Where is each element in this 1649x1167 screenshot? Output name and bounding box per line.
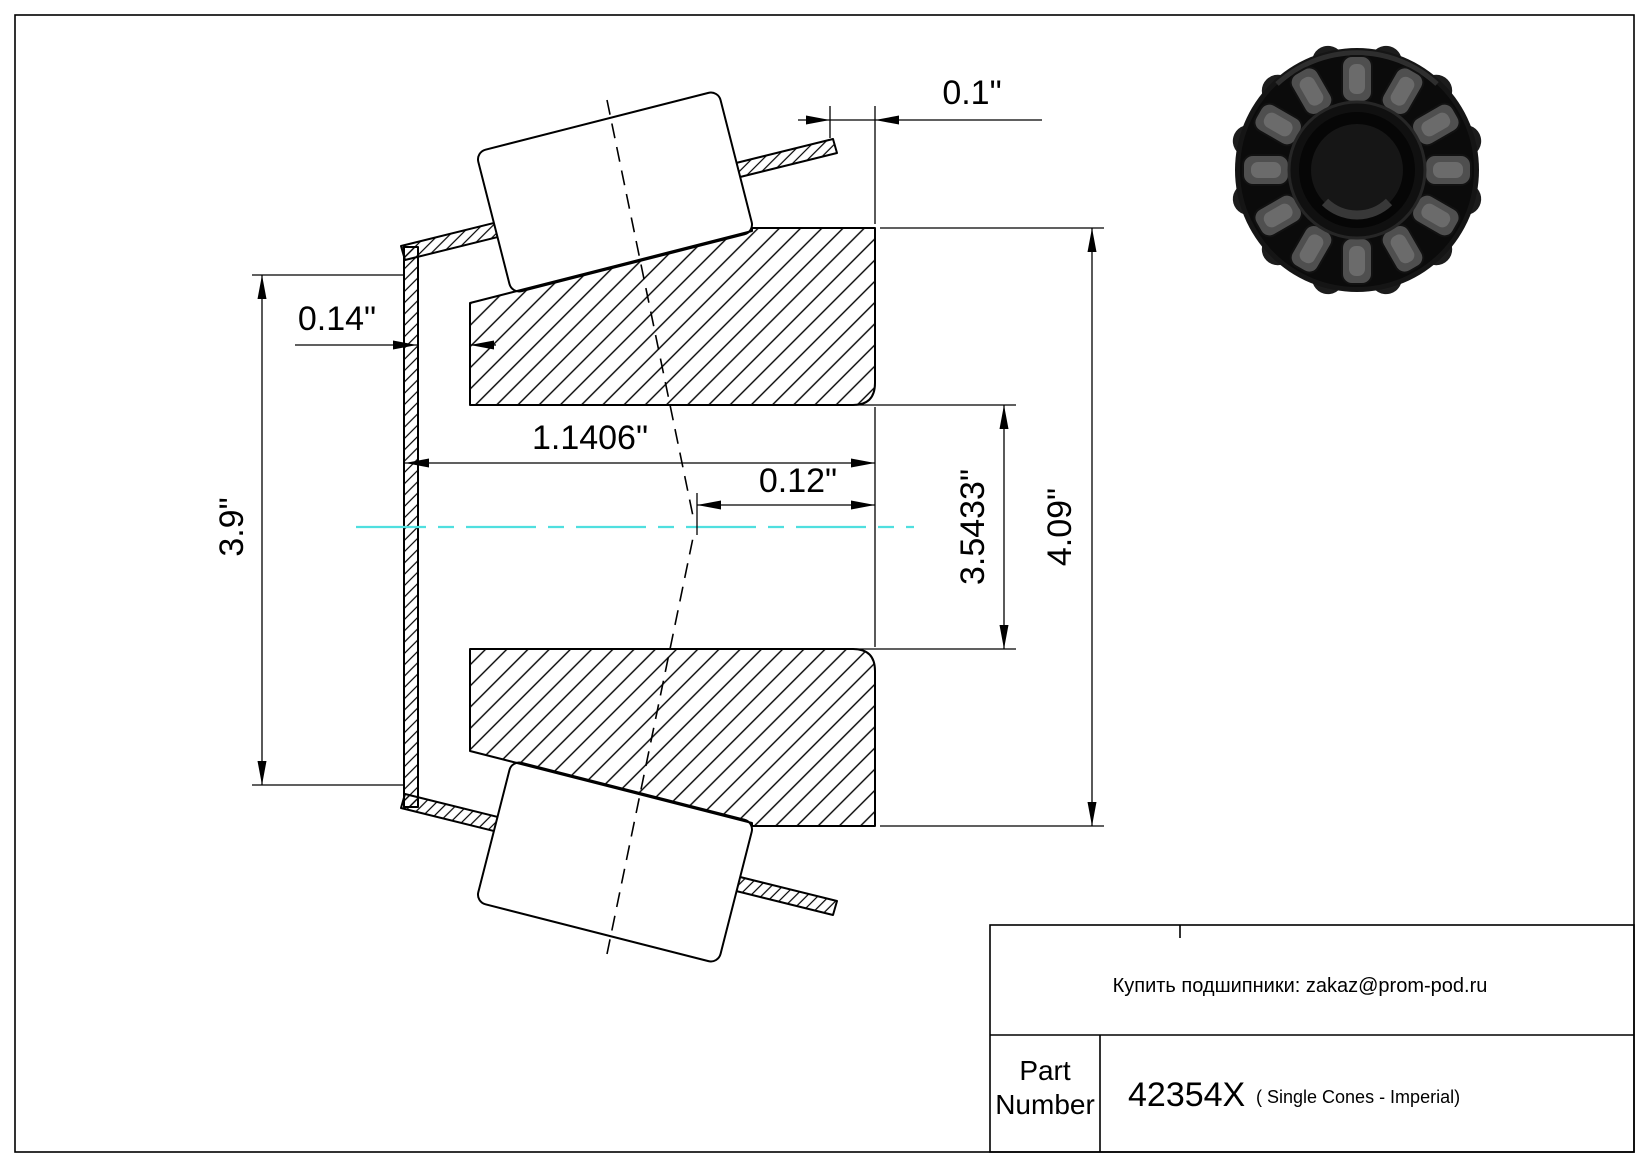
dimensions: 0.1" 0.14" 1.1406" 0.12" bbox=[213, 74, 1104, 827]
dimension-label-outside-diameter: 4.09" bbox=[1041, 488, 1079, 566]
title-block: Купить подшипники: zakaz@prom-pod.ru Par… bbox=[989, 924, 1635, 1153]
dimension-outside-diameter: 4.09" bbox=[880, 227, 1104, 827]
part-number-value: 42354X bbox=[1128, 1076, 1245, 1114]
dimension-cone-width: 1.1406" bbox=[405, 419, 875, 468]
part-label-line1: Part bbox=[1019, 1055, 1071, 1086]
dimension-label-cone-width: 1.1406" bbox=[532, 419, 648, 457]
dimension-apex-offset: 0.12" bbox=[696, 462, 875, 535]
part-type-text: ( Single Cones - Imperial) bbox=[1256, 1087, 1460, 1107]
supplier-email-text: Купить подшипники: zakaz@prom-pod.ru bbox=[1113, 975, 1488, 997]
part-number-cell: 42354X ( Single Cones - Imperial) bbox=[1128, 1076, 1460, 1114]
dimension-label-flange-diameter: 3.9" bbox=[213, 497, 251, 556]
bearing-photo bbox=[1229, 42, 1485, 298]
bearing-section-view bbox=[356, 91, 914, 963]
dimension-front-face-step: 0.14" bbox=[295, 300, 496, 350]
part-number-label-cell: Part Number bbox=[995, 1055, 1095, 1120]
sheet-border bbox=[14, 14, 1635, 1153]
dimension-label-apex-offset: 0.12" bbox=[759, 462, 837, 500]
dimension-label-cup-overhang: 0.1" bbox=[942, 74, 1001, 112]
dimension-cup-overhang: 0.1" bbox=[798, 74, 1042, 224]
dimension-label-front-face-step: 0.14" bbox=[298, 300, 376, 338]
dimension-label-bore-diameter: 3.5433" bbox=[954, 469, 992, 585]
dimension-flange-diameter: 3.9" bbox=[213, 274, 404, 786]
photo-bore bbox=[1311, 124, 1403, 216]
dimension-bore-diameter: 3.5433" bbox=[856, 404, 1016, 650]
part-label-line2: Number bbox=[995, 1089, 1095, 1120]
